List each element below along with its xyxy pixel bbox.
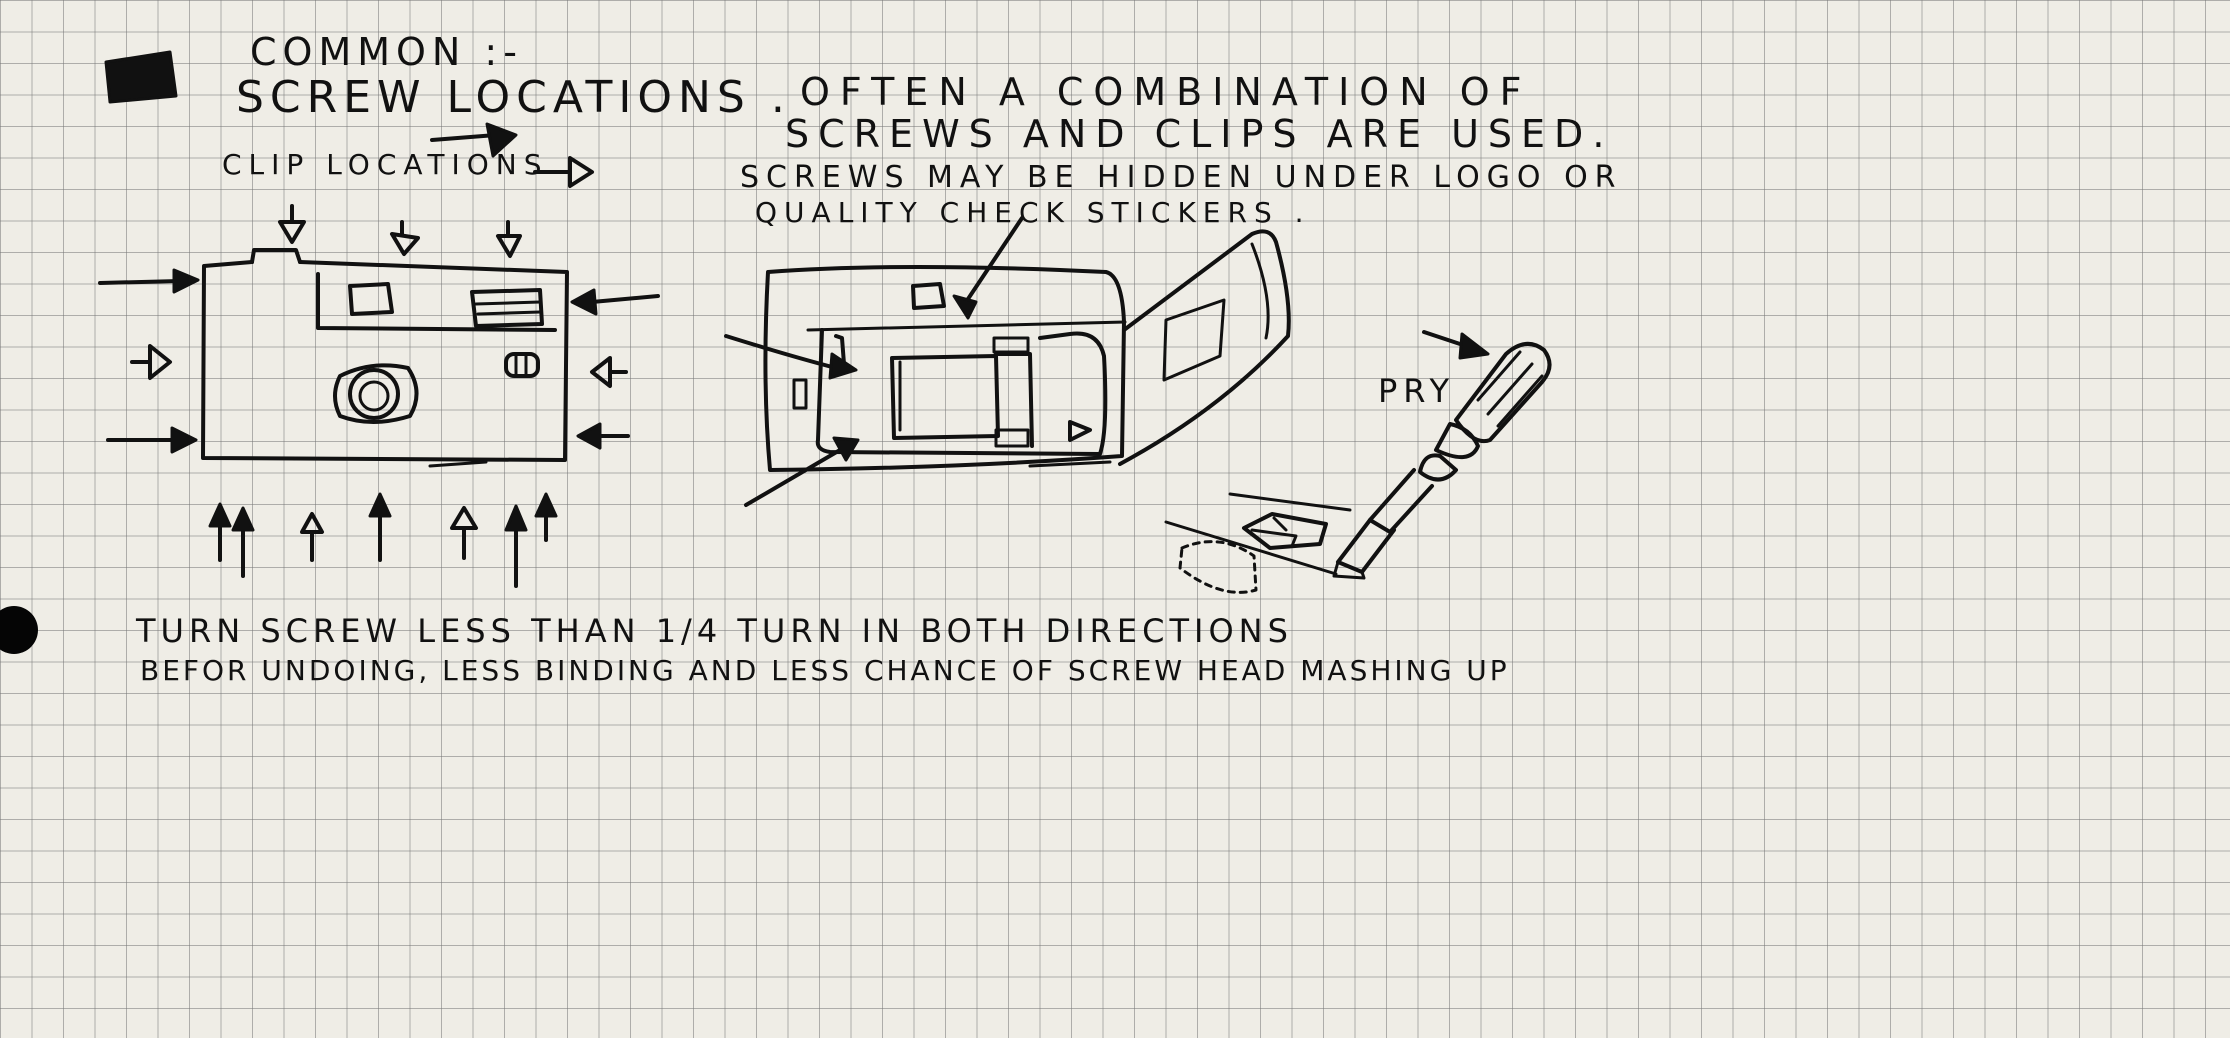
lens-assembly [335, 365, 417, 422]
binder-hole [0, 606, 38, 654]
legend-screw-arrow [432, 124, 516, 156]
front-screw-arrows [100, 270, 658, 586]
screw-arrow-bottom-5 [536, 494, 556, 540]
screw-arrow-right-bottom [578, 424, 628, 448]
screw-arrow-left-bottom [108, 428, 196, 452]
pry-arrow [1424, 332, 1488, 358]
camera-front-view [203, 250, 567, 466]
clip-arrow-left [132, 346, 170, 378]
clip-arrow-top-1 [280, 206, 304, 242]
screw-arrow-bottom-3 [370, 494, 390, 560]
clip-arrow-top-2 [392, 222, 418, 254]
clip-arrow-bottom-2 [452, 508, 476, 558]
clip-arrow-right [592, 358, 626, 386]
screwdriver-handle [1456, 344, 1550, 441]
shutter-switch [506, 354, 538, 376]
open-back-door [1120, 231, 1289, 464]
screw-arrow-bottom-1 [210, 504, 230, 560]
back-screw-arrow-upper [726, 336, 856, 378]
prised-clip [1244, 514, 1326, 548]
screwdriver-pry [1166, 332, 1550, 592]
clip-arrow-bottom-1 [302, 514, 322, 560]
legend-clip-arrow [535, 158, 592, 186]
camera-back-view [765, 231, 1288, 470]
screw-arrow-bottom-4 [506, 506, 526, 586]
screw-arrow-left-top [100, 270, 198, 292]
screw-arrow-right-top [572, 290, 658, 314]
screw-arrow-bottom-2 [233, 508, 253, 576]
heading-bullet-blot [106, 52, 176, 102]
clip-arrow-top-3 [498, 222, 520, 256]
flash-window [472, 290, 542, 326]
back-screw-arrow-lower [746, 438, 858, 505]
